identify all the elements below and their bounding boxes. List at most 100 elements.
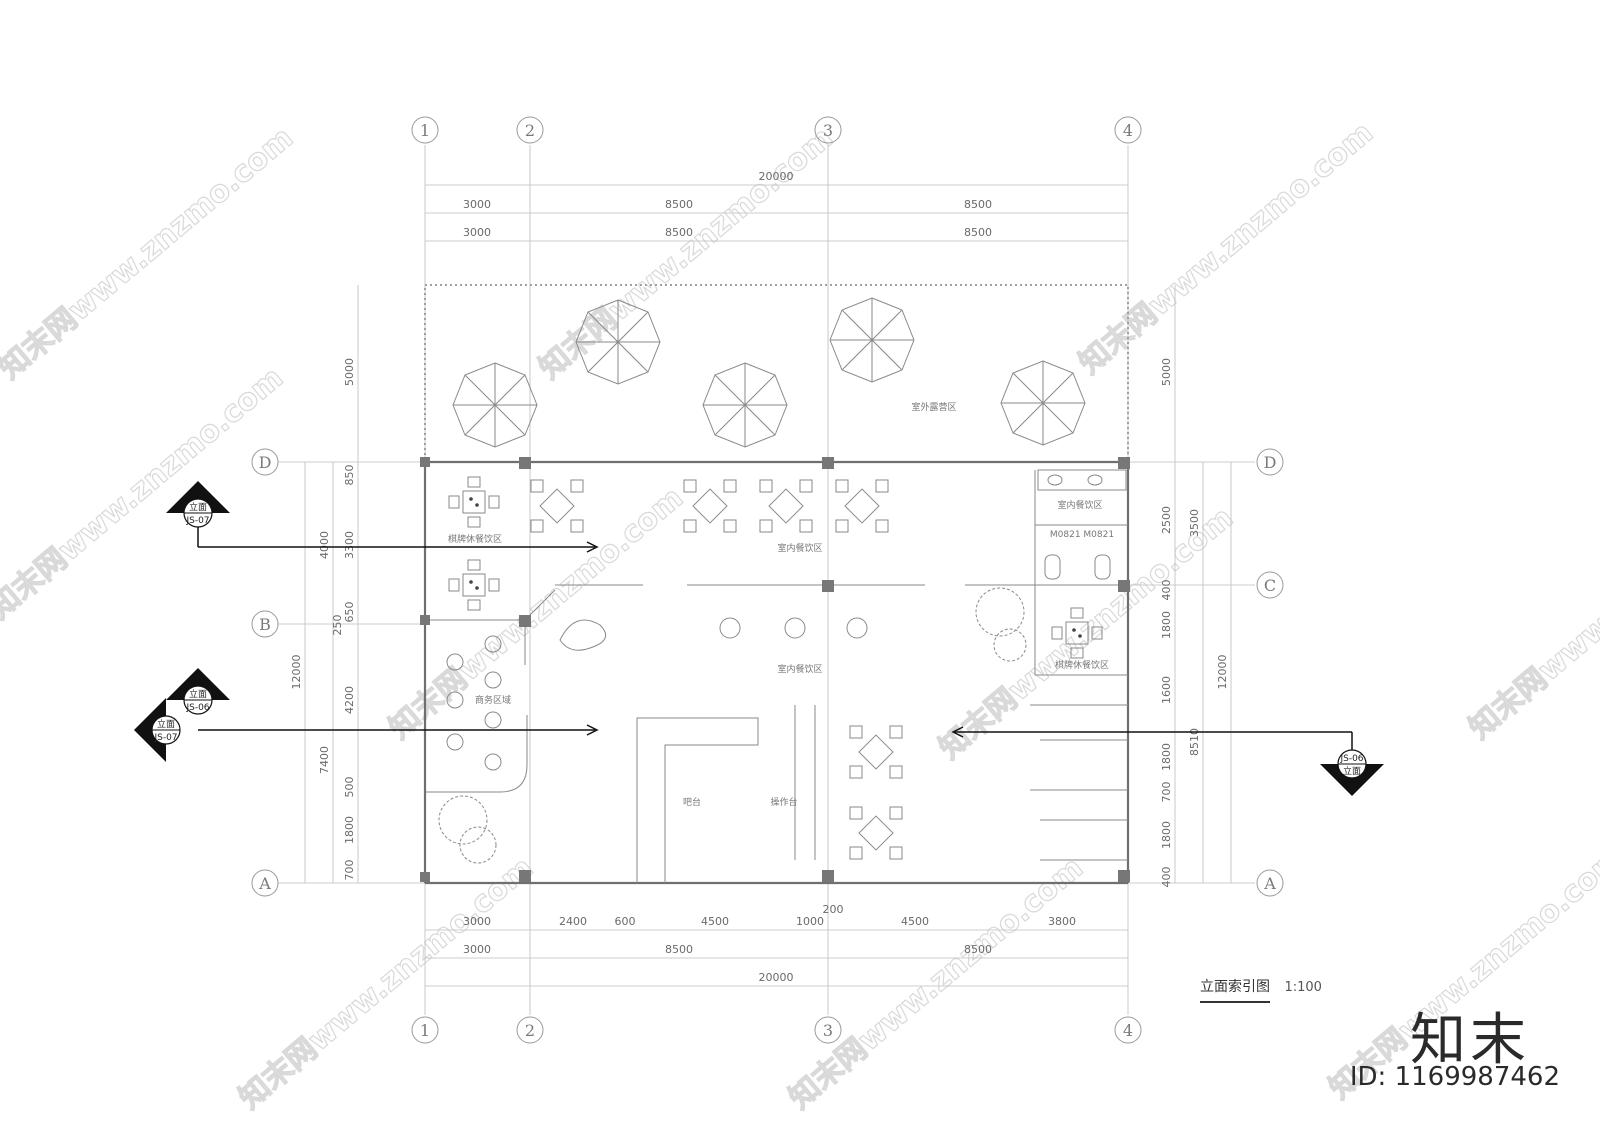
svg-text:立面: 立面 [1343, 765, 1361, 777]
svg-text:3500: 3500 [1188, 509, 1201, 537]
room-label-outdoor: 室外露营区 [911, 401, 956, 413]
watermark-text: 知末网www.znzmo.com [933, 500, 1240, 766]
svg-text:2500: 2500 [1160, 506, 1173, 534]
svg-text:A: A [1263, 874, 1276, 893]
grid-bubble-left-D: D [251, 448, 279, 476]
drawing-title-text: 立面索引图 [1200, 979, 1270, 1003]
svg-text:4200: 4200 [343, 686, 356, 714]
dimensions-left: 5000 12000 4000 7400 850 3300 650 250 42… [290, 285, 359, 883]
brand-logo: 知末 [1410, 1008, 1530, 1073]
svg-text:5000: 5000 [1160, 358, 1173, 386]
svg-text:D: D [259, 453, 272, 472]
svg-text:8500: 8500 [665, 198, 693, 211]
door-label: M0821 M0821 [1050, 530, 1114, 540]
svg-text:1800: 1800 [1160, 743, 1173, 771]
mahjong-table-icon [448, 476, 500, 528]
svg-text:850: 850 [343, 465, 356, 486]
svg-text:200: 200 [823, 903, 844, 916]
svg-text:1800: 1800 [343, 816, 356, 844]
restroom-fixtures [1037, 469, 1127, 580]
svg-text:8500: 8500 [665, 943, 693, 956]
svg-text:250: 250 [331, 615, 344, 636]
elevation-tag-js07-left: 立面 JS-07 [134, 698, 181, 762]
svg-text:3000: 3000 [463, 198, 491, 211]
svg-text:1: 1 [420, 121, 430, 140]
table-set-icon [849, 725, 903, 779]
watermark-layer: 知末网www.znzmo.com 知末网www.znzmo.com 知末网www… [0, 115, 1600, 1117]
svg-text:400: 400 [1160, 580, 1173, 601]
svg-text:4: 4 [1123, 121, 1133, 140]
svg-text:3000: 3000 [463, 943, 491, 956]
table-set-icon [530, 479, 584, 533]
svg-text:1800: 1800 [1160, 611, 1173, 639]
svg-text:20000: 20000 [759, 170, 794, 183]
svg-text:C: C [1264, 576, 1276, 595]
watermark-text: 知末网www.znzmo.com [0, 360, 290, 626]
svg-text:2: 2 [525, 1021, 535, 1040]
umbrella-icon [575, 299, 661, 385]
table-set-icon [849, 806, 903, 860]
svg-text:12000: 12000 [290, 655, 303, 690]
room-label-indoor-top: 室内餐饮区 [777, 542, 822, 554]
svg-text:3: 3 [823, 1021, 833, 1040]
svg-text:7400: 7400 [318, 746, 331, 774]
grid-bubble-bottom-2: 2 [516, 1016, 544, 1044]
svg-text:4: 4 [1123, 1021, 1133, 1040]
svg-text:JS-07: JS-07 [185, 516, 209, 526]
mahjong-table-icon [1051, 607, 1103, 659]
mahjong-table-icon [448, 559, 500, 611]
svg-text:2: 2 [525, 121, 535, 140]
umbrella-icon [452, 362, 538, 448]
svg-text:3000: 3000 [463, 915, 491, 928]
dimensions-bottom: 3000 2400 600 4500 1000 200 4500 3800 30… [425, 903, 1128, 987]
svg-text:3000: 3000 [463, 226, 491, 239]
svg-text:12000: 12000 [1216, 655, 1229, 690]
svg-text:3: 3 [823, 121, 833, 140]
svg-text:8500: 8500 [665, 226, 693, 239]
watermark-text: 知末网www.znzmo.com [1463, 480, 1600, 746]
grid-bubble-right-C: C [1256, 571, 1284, 599]
umbrella-icon [829, 297, 915, 383]
room-label-work: 操作台 [770, 796, 797, 808]
grid-bubble-top-1: 1 [411, 116, 439, 144]
elevation-tag-js07-top: 立面 JS-07 [166, 481, 230, 528]
grid-bubble-right-A: A [1256, 869, 1284, 897]
grid-bubble-top-3: 3 [814, 116, 842, 144]
grid-bubble-left-A: A [251, 869, 279, 897]
drawing-title: 立面索引图 1:100 [1200, 976, 1322, 1003]
watermark-text: 知末网www.znzmo.com [233, 850, 540, 1116]
building-walls [423, 460, 1130, 885]
room-labels: 室内餐饮区 室内餐饮区 室内餐饮区 棋牌休餐饮区 棋牌休餐饮区 商务区域 吧台 … [448, 499, 1114, 808]
table-set-icon [759, 479, 813, 533]
svg-text:600: 600 [615, 915, 636, 928]
watermark-text: 知末网www.znzmo.com [0, 120, 300, 386]
watermark-text: 知末网www.znzmo.com [783, 850, 1090, 1116]
dimensions-right: 5000 12000 3500 8510 2500 400 1800 1600 … [1160, 285, 1232, 888]
mahjong-tables [448, 476, 1103, 659]
room-label-indoor-right: 室内餐饮区 [1057, 499, 1102, 511]
svg-text:8510: 8510 [1188, 728, 1201, 756]
svg-text:4000: 4000 [318, 531, 331, 559]
svg-text:8500: 8500 [964, 198, 992, 211]
svg-text:1800: 1800 [1160, 821, 1173, 849]
svg-text:A: A [258, 874, 271, 893]
svg-text:1600: 1600 [1160, 676, 1173, 704]
svg-text:400: 400 [1160, 867, 1173, 888]
room-label-mahjong-right: 棋牌休餐饮区 [1055, 659, 1109, 671]
svg-text:3300: 3300 [343, 531, 356, 559]
dining-table-sets [530, 479, 903, 860]
watermark-text: 知末网www.znzmo.com [1073, 115, 1380, 381]
grid-bubbles: 1 2 3 4 1 2 3 4 D B A D C A [251, 116, 1284, 1044]
svg-text:JS-07: JS-07 [153, 733, 177, 743]
svg-text:700: 700 [343, 860, 356, 881]
grid-bubble-bottom-3: 3 [814, 1016, 842, 1044]
umbrella-icon [702, 362, 788, 448]
grid-bubble-top-4: 4 [1114, 116, 1142, 144]
svg-text:JS-06: JS-06 [1339, 754, 1363, 764]
room-label-bar: 吧台 [683, 796, 701, 808]
svg-text:8500: 8500 [964, 226, 992, 239]
room-label-lounge: 商务区域 [475, 694, 511, 706]
elevation-arrows [197, 515, 1353, 750]
svg-text:3800: 3800 [1048, 915, 1076, 928]
svg-text:4500: 4500 [701, 915, 729, 928]
